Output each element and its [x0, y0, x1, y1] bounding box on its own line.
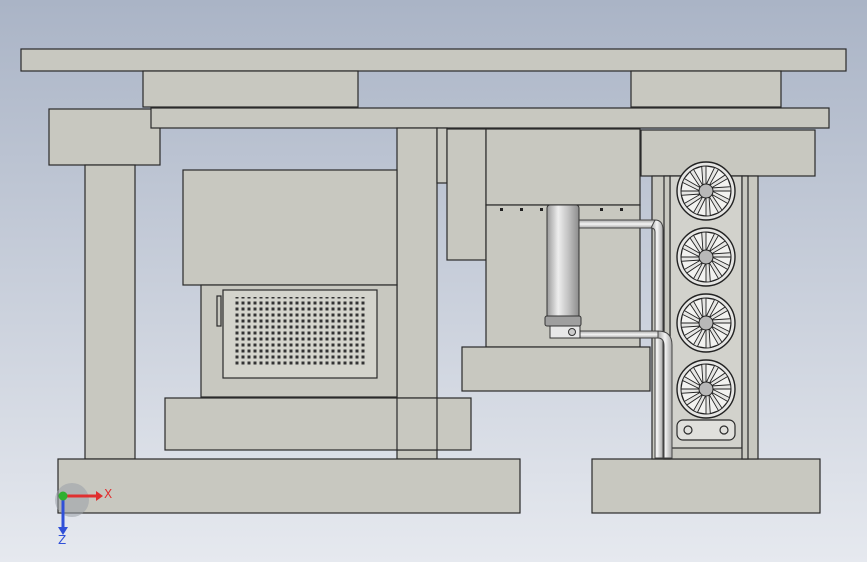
fan-blade	[696, 196, 707, 217]
base-plate-left[interactable]	[57, 458, 521, 514]
left-upper-block[interactable]	[48, 108, 161, 166]
fan-blade	[710, 259, 729, 277]
fan-blade	[711, 190, 732, 201]
fan-blade	[692, 231, 704, 253]
center-column-flange[interactable]	[436, 127, 448, 184]
housing-bolts	[500, 208, 623, 211]
fan-blade	[710, 391, 729, 409]
fan-blade	[710, 177, 732, 189]
fan-blade	[683, 171, 702, 189]
fan[interactable]	[676, 227, 736, 287]
cylinder-pin	[568, 328, 576, 336]
triad-z-arrow	[58, 527, 68, 535]
second-beam[interactable]	[150, 107, 830, 129]
lower-left-block-step[interactable]	[396, 397, 438, 451]
fan-blade	[710, 309, 732, 321]
left-column[interactable]	[84, 164, 136, 460]
center-top-cover[interactable]	[485, 128, 641, 206]
pipe-bottom-horizontal[interactable]	[579, 330, 659, 339]
fan-blade	[705, 363, 716, 384]
fan-blade	[708, 195, 720, 217]
pipe-top-elbow[interactable]	[650, 219, 664, 459]
top-block-right[interactable]	[630, 70, 782, 108]
fan-blade	[711, 256, 732, 267]
center-lower-block[interactable]	[461, 346, 651, 392]
fan-blade	[710, 375, 732, 387]
filter-plate[interactable]	[676, 419, 736, 441]
fan-blade	[683, 237, 702, 255]
air-cylinder[interactable]	[544, 204, 582, 339]
fan-blade	[696, 262, 707, 283]
fan-blade	[708, 366, 726, 385]
fan-blade	[680, 391, 702, 403]
fan-blade	[705, 297, 716, 318]
fan-blade	[710, 193, 729, 211]
fan-blade	[711, 388, 732, 399]
fan-hub	[698, 249, 714, 265]
fan-blade	[708, 393, 720, 415]
fan-blade	[680, 259, 702, 271]
fan[interactable]	[676, 359, 736, 419]
fan-blade	[686, 393, 704, 412]
fan-blade	[708, 168, 726, 187]
fan-hub	[698, 183, 714, 199]
fan-frame-right-rail[interactable]	[741, 175, 749, 460]
fan-blade	[680, 193, 702, 205]
fan-blade	[686, 261, 704, 280]
fan-blade	[696, 394, 707, 415]
triad-y-axis-dot	[58, 491, 68, 501]
fan-blade	[686, 195, 704, 214]
fan-blade	[680, 247, 701, 258]
right-upper-block[interactable]	[640, 129, 816, 177]
fan-blade	[708, 261, 720, 283]
top-block-left[interactable]	[142, 70, 359, 108]
fan-blade	[710, 243, 732, 255]
fan-blade	[683, 369, 702, 387]
filter-screw-right	[719, 425, 729, 435]
fan-hub	[698, 381, 714, 397]
fan-blade	[680, 325, 702, 337]
fan-blade	[708, 327, 720, 349]
fan-stack[interactable]	[676, 161, 736, 419]
fan-blade	[680, 379, 701, 390]
fan-hub	[698, 315, 714, 331]
cylinder-end-cap[interactable]	[544, 315, 582, 327]
fan-blade	[708, 300, 726, 319]
fan-blade	[683, 303, 702, 321]
top-beam[interactable]	[20, 48, 847, 72]
center-slide-bracket[interactable]	[446, 128, 487, 261]
axis-triad: X Z	[55, 483, 112, 547]
triad-origin-shadow	[55, 483, 89, 517]
cylinder-body[interactable]	[546, 204, 580, 321]
triad-x-arrow	[96, 491, 103, 501]
triad-x-label: X	[104, 487, 112, 501]
fan-blade	[705, 231, 716, 252]
panel-frame-left[interactable]	[216, 295, 222, 327]
fan-blade	[692, 165, 704, 187]
left-housing[interactable]	[182, 169, 398, 286]
fan-blade	[696, 328, 707, 349]
fan-blade	[686, 327, 704, 346]
fan[interactable]	[676, 161, 736, 221]
fan-frame-left-rail[interactable]	[663, 175, 671, 460]
fan-blade	[705, 165, 716, 186]
fan-blade	[692, 363, 704, 385]
fan-blade	[711, 322, 732, 333]
filter-screw-left	[683, 425, 693, 435]
pipe-bottom-elbow[interactable]	[657, 330, 673, 459]
fan-blade	[710, 325, 729, 343]
base-plate-right[interactable]	[591, 458, 821, 514]
fan-blade	[680, 181, 701, 192]
fan[interactable]	[676, 293, 736, 353]
fan-blade	[692, 297, 704, 319]
fan-blade	[708, 234, 726, 253]
fan-blade	[680, 313, 701, 324]
triad-z-label: Z	[58, 533, 66, 547]
perforation-grid	[233, 297, 367, 367]
pipe-top-horizontal[interactable]	[574, 219, 656, 229]
